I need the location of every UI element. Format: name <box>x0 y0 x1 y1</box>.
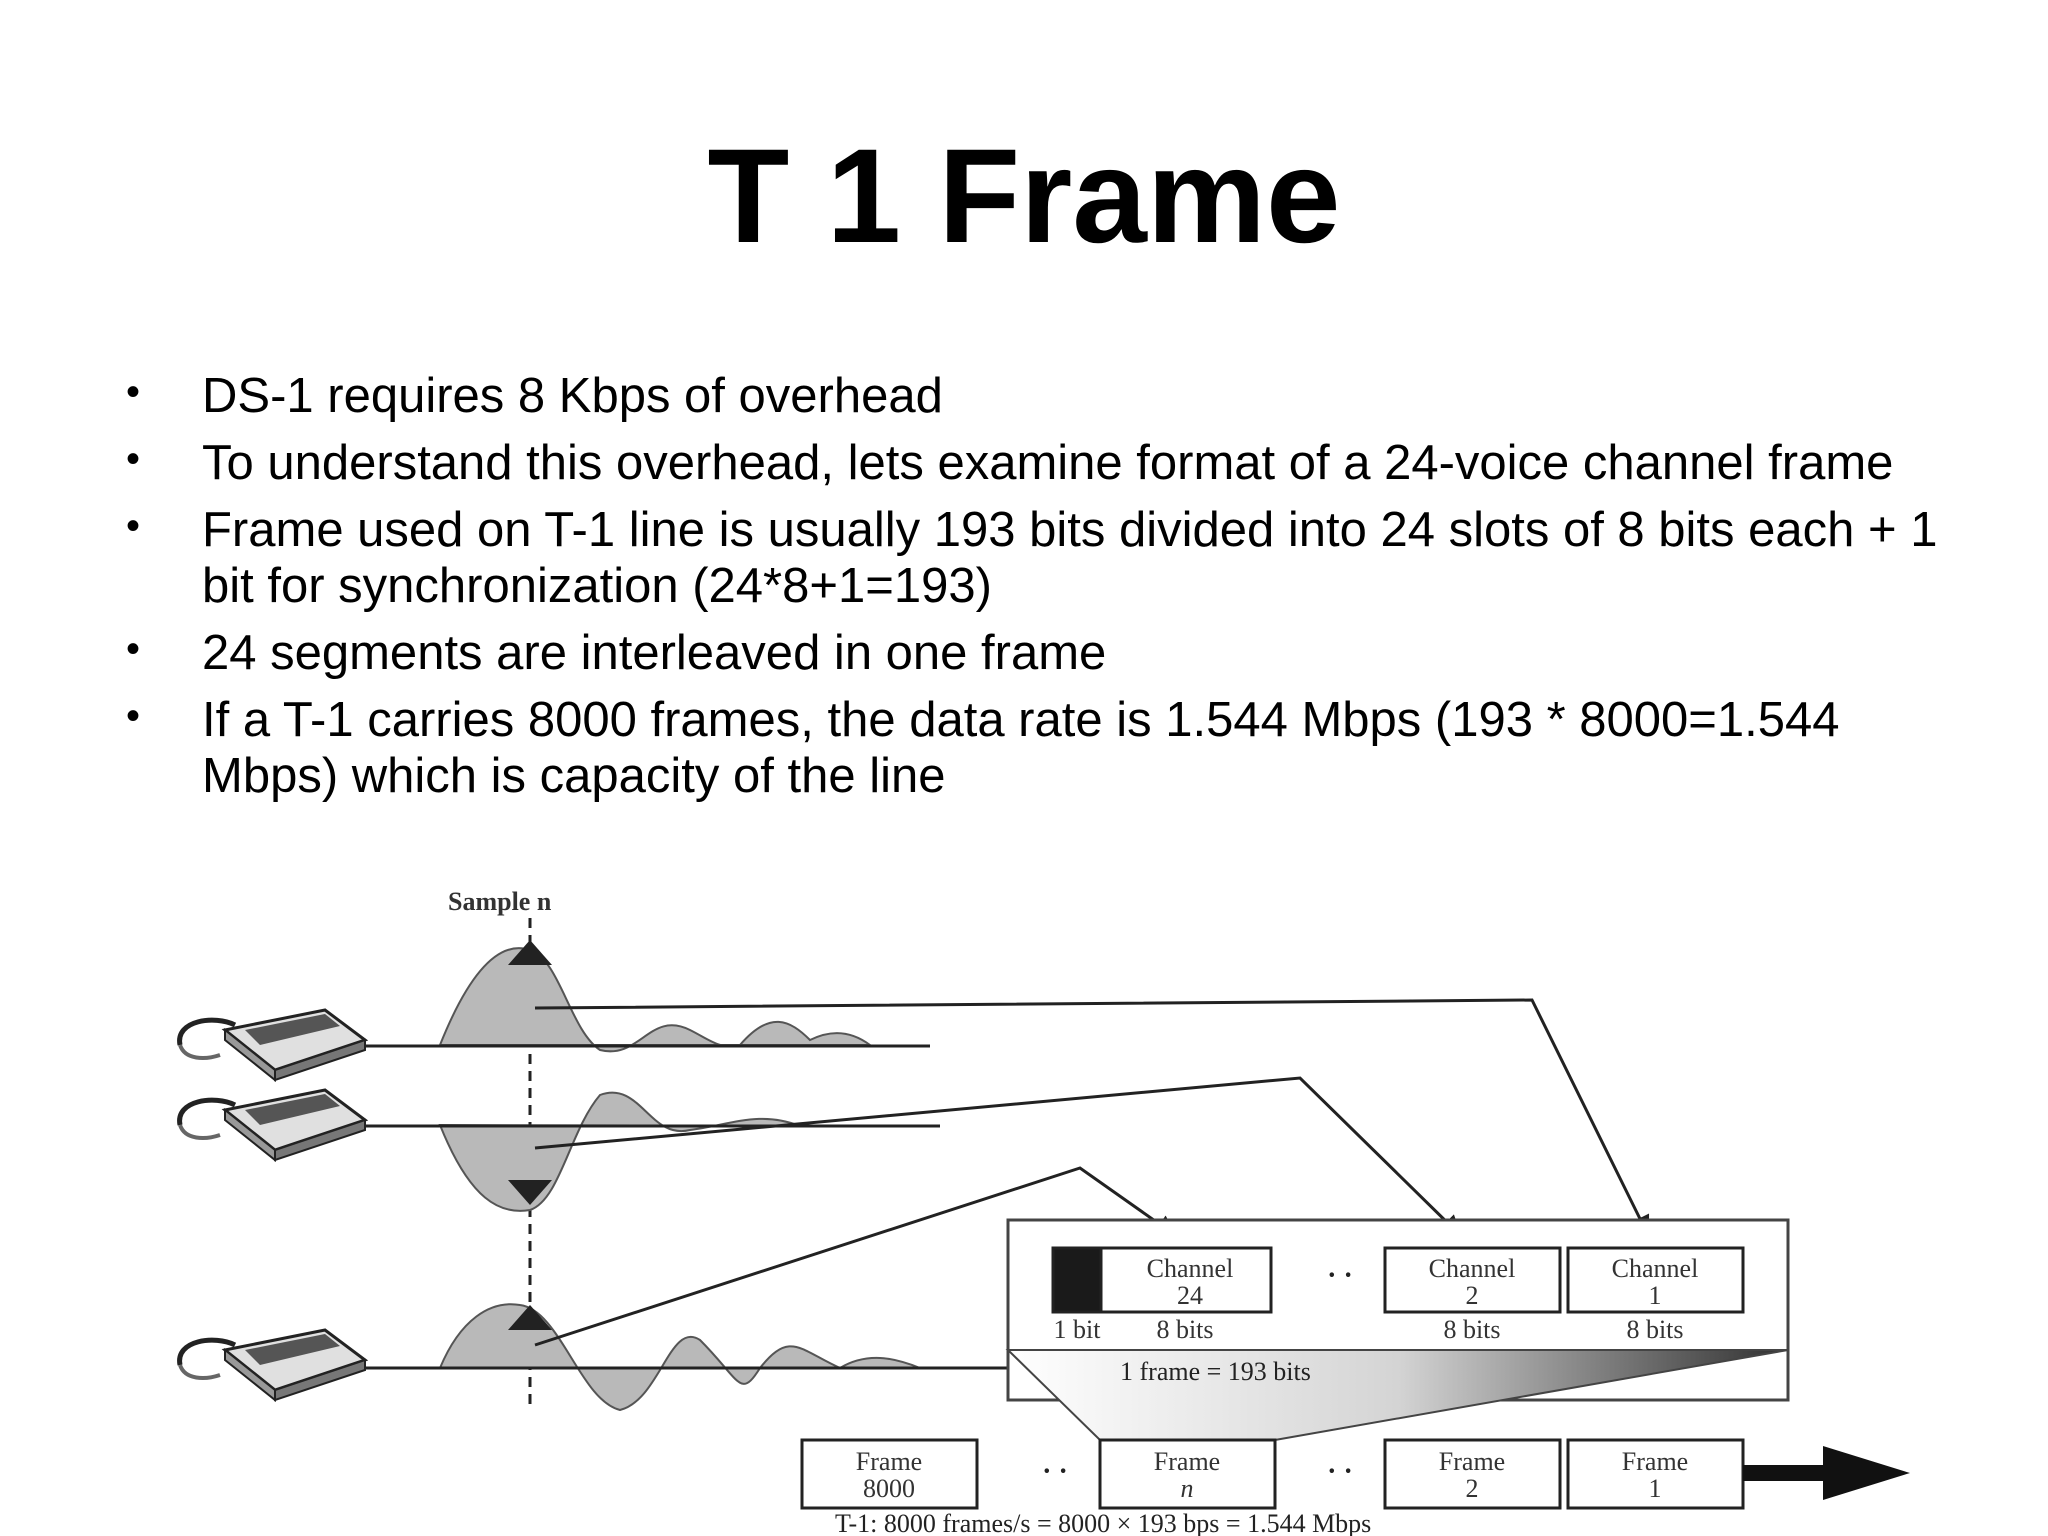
ellipsis: · · <box>1042 1456 1068 1487</box>
route-line-channel-24 <box>534 1166 1177 1347</box>
frame-n-label: Frame <box>1154 1447 1220 1476</box>
route-line-channel-2 <box>534 1076 1462 1237</box>
channel-24-bits: 8 bits <box>1156 1315 1213 1344</box>
sync-bit-label: 1 bit <box>1054 1315 1102 1344</box>
sync-bit-box <box>1051 1246 1103 1314</box>
channel-2-bits: 8 bits <box>1443 1315 1500 1344</box>
channel-2-number: 2 <box>1466 1281 1479 1310</box>
bullet-dot-icon: • <box>126 504 141 548</box>
waveform-channel-2 <box>438 1091 801 1212</box>
bullet-text: DS-1 requires 8 Kbps of overhead <box>202 369 943 423</box>
bullet-dot-icon: • <box>126 437 141 481</box>
channel-24-box <box>1099 1246 1273 1314</box>
bullet-item: • Frame used on T-1 line is usually 193 b… <box>126 502 1986 614</box>
channel-24-label: Channel <box>1147 1254 1234 1283</box>
frame-8000-box <box>800 1438 979 1510</box>
channel-1-box <box>1566 1246 1745 1314</box>
bullet-list: • DS-1 requires 8 Kbps of overhead • To un… <box>126 368 1986 815</box>
bullet-text: 24 segments are interleaved in one frame <box>202 626 1107 680</box>
bullet-text: If a T-1 carries 8000 frames, the data r… <box>202 693 1840 803</box>
bullet-item: • If a T-1 carries 8000 frames, the data … <box>126 692 1986 804</box>
frame-1-label: Frame <box>1622 1447 1688 1476</box>
channel-2-label: Channel <box>1429 1254 1516 1283</box>
ellipsis: · · <box>1327 1260 1353 1291</box>
telephone-icon <box>177 1088 369 1163</box>
frame-1-box <box>1566 1438 1745 1510</box>
frame-8000-number: 8000 <box>863 1474 915 1503</box>
frame-n-number: n <box>1181 1474 1194 1503</box>
bullet-item: • DS-1 requires 8 Kbps of overhead <box>126 368 1986 424</box>
bullet-item: • To understand this overhead, lets exami… <box>126 435 1986 491</box>
sample-label: Sample n <box>448 887 552 916</box>
channel-1-number: 1 <box>1649 1281 1662 1310</box>
frame-8000-label: Frame <box>856 1447 922 1476</box>
arrow-right-icon <box>1743 1446 1910 1500</box>
frame-2-number: 2 <box>1466 1474 1479 1503</box>
channel-24-number: 24 <box>1177 1281 1203 1310</box>
slide-title: T 1 Frame <box>707 122 1341 271</box>
bullet-item: • 24 segments are interleaved in one fram… <box>126 625 1986 681</box>
bullet-dot-icon: • <box>126 627 141 671</box>
ellipsis: · · <box>1327 1456 1353 1487</box>
bullet-dot-icon: • <box>126 694 141 738</box>
frame-2-label: Frame <box>1439 1447 1505 1476</box>
telephone-icon <box>177 1328 369 1403</box>
frame-n-box <box>1098 1438 1277 1510</box>
telephone-icon <box>177 1008 369 1083</box>
route-line-channel-1 <box>534 998 1650 1237</box>
bullet-text: Frame used on T-1 line is usually 193 bi… <box>202 503 1938 613</box>
t1-frame-diagram: Sample n <box>177 887 1910 1536</box>
sample-arrow-up-icon <box>508 940 552 965</box>
sample-arrow-up-icon <box>508 1305 552 1330</box>
frame-1-number: 1 <box>1649 1474 1662 1503</box>
bullet-dot-icon: • <box>126 370 141 414</box>
channel-2-box <box>1383 1246 1562 1314</box>
channel-1-label: Channel <box>1612 1254 1699 1283</box>
waveform-channel-1 <box>438 947 874 1053</box>
t1-rate-caption: T-1: 8000 frames/s = 8000 × 193 bps = 1.… <box>835 1509 1371 1536</box>
frame-size-label: 1 frame = 193 bits <box>1120 1357 1311 1386</box>
channel-1-bits: 8 bits <box>1626 1315 1683 1344</box>
bullet-text: To understand this overhead, lets examin… <box>202 436 1894 490</box>
frame-2-box <box>1383 1438 1562 1510</box>
waveform-channel-24 <box>438 1303 921 1412</box>
sample-arrow-down-icon <box>508 1180 552 1205</box>
